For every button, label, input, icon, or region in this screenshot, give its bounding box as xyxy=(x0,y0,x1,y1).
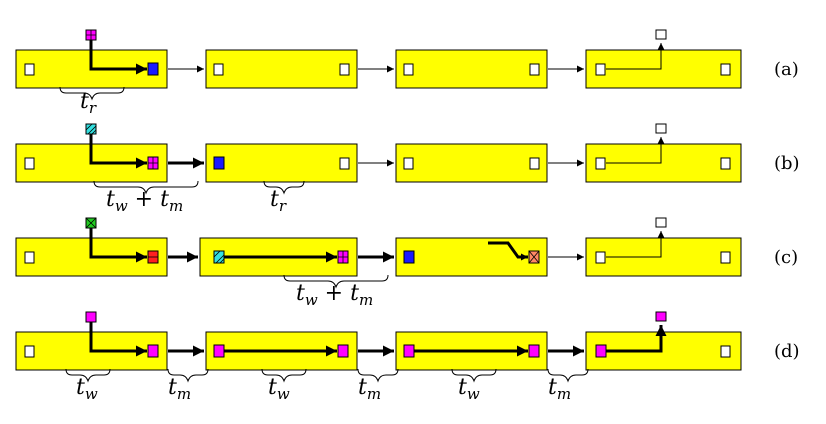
port-empty xyxy=(24,345,35,358)
path-arrow xyxy=(488,241,528,261)
row-label-c: (c) xyxy=(774,247,798,268)
path-arrow xyxy=(89,134,147,169)
path-arrow xyxy=(89,228,147,263)
brace xyxy=(263,180,305,195)
brace xyxy=(59,86,125,101)
port-empty xyxy=(403,157,414,170)
token-output xyxy=(655,29,667,40)
brace xyxy=(93,180,199,195)
stage-2 xyxy=(205,143,358,183)
annotation-tw-tm: tw + tm xyxy=(106,187,183,215)
port-magenta xyxy=(403,344,415,358)
port-magenta xyxy=(595,344,607,358)
annotation-t-r: tr xyxy=(80,89,97,117)
port-magenta xyxy=(147,344,159,358)
output-path xyxy=(606,231,665,258)
annotation-t-w: tw xyxy=(76,375,98,403)
token-output xyxy=(655,311,667,322)
stage-3 xyxy=(395,49,548,89)
port-empty xyxy=(595,157,606,170)
brace xyxy=(357,368,399,383)
token-input xyxy=(85,311,97,323)
port-empty xyxy=(529,63,540,76)
row-label-d: (d) xyxy=(774,341,800,362)
port-magenta xyxy=(213,344,225,358)
token-output xyxy=(655,123,667,134)
token-output xyxy=(655,217,667,228)
port-empty xyxy=(24,251,35,264)
brace xyxy=(451,368,497,383)
row-b: tw + tm tr (b) xyxy=(15,123,800,215)
path-arrow xyxy=(89,40,147,75)
port-empty xyxy=(339,63,350,76)
row-d: tw tm tw tm tw tm (d) xyxy=(15,311,800,403)
annotation-t-m: tm xyxy=(168,375,191,403)
row-label-b: (b) xyxy=(774,153,800,174)
port-empty xyxy=(720,345,731,358)
port-empty xyxy=(403,63,414,76)
output-path xyxy=(606,325,667,353)
port-empty xyxy=(24,63,35,76)
annotation-t-m: tm xyxy=(358,375,381,403)
port-empty xyxy=(24,157,35,170)
port-blue xyxy=(403,250,415,264)
port-empty xyxy=(720,63,731,76)
output-path xyxy=(606,43,665,70)
annotation-t-w: tw xyxy=(268,375,290,403)
annotation-t-m: tm xyxy=(548,375,571,403)
port-magenta xyxy=(528,344,540,358)
port-empty xyxy=(213,63,224,76)
annotation-tw-tm: tw + tm xyxy=(296,281,373,309)
port-empty xyxy=(595,63,606,76)
brace xyxy=(283,274,389,289)
stage-3 xyxy=(395,143,548,183)
row-label-a: (a) xyxy=(774,59,799,80)
port-empty xyxy=(595,251,606,264)
annotation-t-r: tr xyxy=(270,187,287,215)
output-path xyxy=(606,137,665,164)
row-c: tw + tm (c) xyxy=(15,217,798,309)
row-a: tr (a) xyxy=(15,29,799,117)
brace xyxy=(261,368,307,383)
brace xyxy=(167,368,209,383)
annotation-t-w: tw xyxy=(458,375,480,403)
port-empty xyxy=(720,251,731,264)
port-empty xyxy=(339,157,350,170)
port-blue xyxy=(213,156,225,170)
port-empty xyxy=(720,157,731,170)
brace xyxy=(65,368,111,383)
stage-2 xyxy=(205,49,358,89)
port-blue xyxy=(147,62,159,76)
port-magenta xyxy=(337,344,349,358)
port-empty xyxy=(529,157,540,170)
brace xyxy=(547,368,589,383)
path-arrow xyxy=(89,322,147,357)
